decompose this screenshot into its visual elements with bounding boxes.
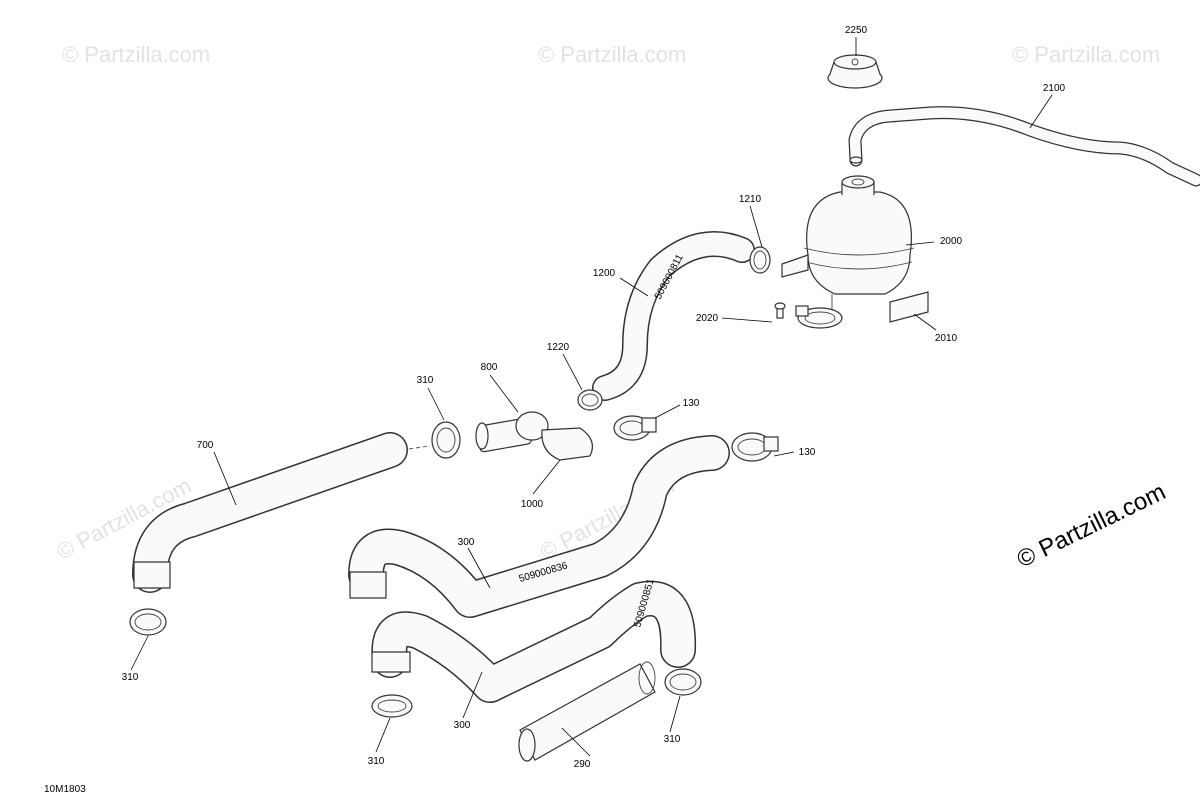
clamp-1210[interactable] (749, 246, 771, 274)
copyright-notice: © Partzilla.com (1013, 478, 1170, 573)
callout-1200: 1200 (593, 268, 616, 279)
callout-700: 700 (197, 440, 214, 451)
callout-310-upper: 310 (417, 375, 434, 386)
assembly-axis (401, 445, 431, 451)
clamp-310-left[interactable] (129, 608, 167, 636)
callout-1000: 1000 (521, 499, 544, 510)
hose-1200[interactable]: 509000811 (592, 231, 755, 401)
callout-130-lower: 130 (799, 447, 816, 458)
callout-300-upper: 300 (458, 537, 475, 548)
leader-lines (130, 37, 1053, 757)
figure-code: 10M1803 (44, 784, 86, 795)
callout-1210: 1210 (739, 194, 762, 205)
callout-2010: 2010 (935, 333, 958, 344)
clamp-130-upper[interactable] (613, 415, 657, 441)
watermark-1: © Partzilla.com (62, 42, 210, 67)
callout-1220: 1220 (547, 342, 570, 353)
callout-2100: 2100 (1043, 83, 1066, 94)
callout-310-bottom: 310 (368, 756, 385, 767)
clamp-310-bottom[interactable] (371, 694, 413, 718)
callouts: 2250 2100 1210 2000 1200 2020 2010 1220 … (122, 25, 1066, 770)
screw[interactable] (774, 302, 786, 319)
callout-300-lower: 300 (454, 720, 471, 731)
clamp-310-right[interactable] (664, 668, 702, 696)
clamp-1220[interactable] (577, 389, 603, 411)
callout-2000: 2000 (940, 236, 963, 247)
callout-290: 290 (574, 759, 591, 770)
watermark-3: © Partzilla.com (1012, 42, 1160, 67)
expansion-tank[interactable] (781, 175, 915, 318)
callout-2020: 2020 (696, 313, 719, 324)
watermark-2: © Partzilla.com (538, 42, 686, 67)
clamp-130-lower[interactable] (731, 432, 779, 462)
callout-800: 800 (481, 362, 498, 373)
radiator-cap[interactable] (827, 54, 883, 89)
callout-310-right: 310 (664, 734, 681, 745)
callout-2250: 2250 (845, 25, 868, 36)
hose-300-upper[interactable]: 509000836 (348, 435, 730, 618)
overflow-tube[interactable] (848, 106, 1200, 187)
tank-clamp[interactable] (795, 305, 843, 329)
callout-130-upper: 130 (683, 398, 700, 409)
thermostat-housing[interactable] (475, 411, 593, 461)
callout-310-left: 310 (122, 672, 139, 683)
sleeve-290[interactable] (518, 661, 656, 762)
hose-700[interactable] (132, 432, 408, 593)
clamp-310-upper[interactable] (431, 421, 461, 459)
label-decal[interactable] (889, 291, 929, 323)
